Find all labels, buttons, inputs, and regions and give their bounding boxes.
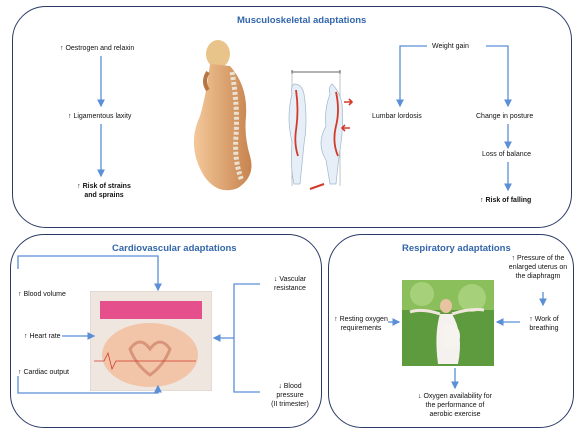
work-line-1: ↑ Work of <box>516 315 572 324</box>
work-line-2: breathing <box>516 324 572 333</box>
vascular-resistance-label: ↓ Vascular resistance <box>262 275 318 293</box>
oxygen-availability-label: ↓ Oxygen availability for the performanc… <box>400 392 510 419</box>
heart-rate-label: ↑ Heart rate <box>24 332 61 341</box>
resting-line-1: ↑ Resting oxygen <box>330 315 392 324</box>
pressure-line-2: enlarged uterus on <box>502 263 574 272</box>
vascular-line-1: ↓ Vascular <box>262 275 318 284</box>
oxygen-line-3: aerobic exercise <box>400 410 510 419</box>
bp-line-1: ↓ Blood <box>262 382 318 391</box>
cardiac-output-label: ↑ Cardiac output <box>18 368 69 377</box>
resting-oxygen-label: ↑ Resting oxygen requirements <box>330 315 392 333</box>
pressure-line-3: the diaphragm <box>502 272 574 281</box>
oestrogen-relaxin-label: ↑ Oestrogen and relaxin <box>60 44 134 53</box>
vascular-line-2: resistance <box>262 284 318 293</box>
resting-line-2: requirements <box>330 324 392 333</box>
risk-strains-line-2: and sprains <box>68 191 140 200</box>
work-breathing-label: ↑ Work of breathing <box>516 315 572 333</box>
pressure-line-1: ↑ Pressure of the <box>502 254 574 263</box>
risk-strains-label: ↑ Risk of strains and sprains <box>68 182 140 200</box>
pressure-diaphragm-label: ↑ Pressure of the enlarged uterus on the… <box>502 254 574 281</box>
risk-falling-label: ↑ Risk of falling <box>480 196 531 205</box>
change-posture-label: Change in posture <box>476 112 533 121</box>
bp-line-3: (II trimester) <box>262 400 318 409</box>
lumbar-lordosis-label: Lumbar lordosis <box>372 112 422 121</box>
weight-gain-label: Weight gain <box>432 42 469 51</box>
bp-line-2: pressure <box>262 391 318 400</box>
risk-strains-line-1: ↑ Risk of strains <box>68 182 140 191</box>
blood-volume-label: ↑ Blood volume <box>18 290 66 299</box>
oxygen-line-2: the performance of <box>400 401 510 410</box>
oxygen-line-1: ↓ Oxygen availability for <box>400 392 510 401</box>
loss-balance-label: Loss of balance <box>482 150 531 159</box>
ligamentous-laxity-label: ↑ Ligamentous laxity <box>68 112 131 121</box>
blood-pressure-label: ↓ Blood pressure (II trimester) <box>262 382 318 409</box>
